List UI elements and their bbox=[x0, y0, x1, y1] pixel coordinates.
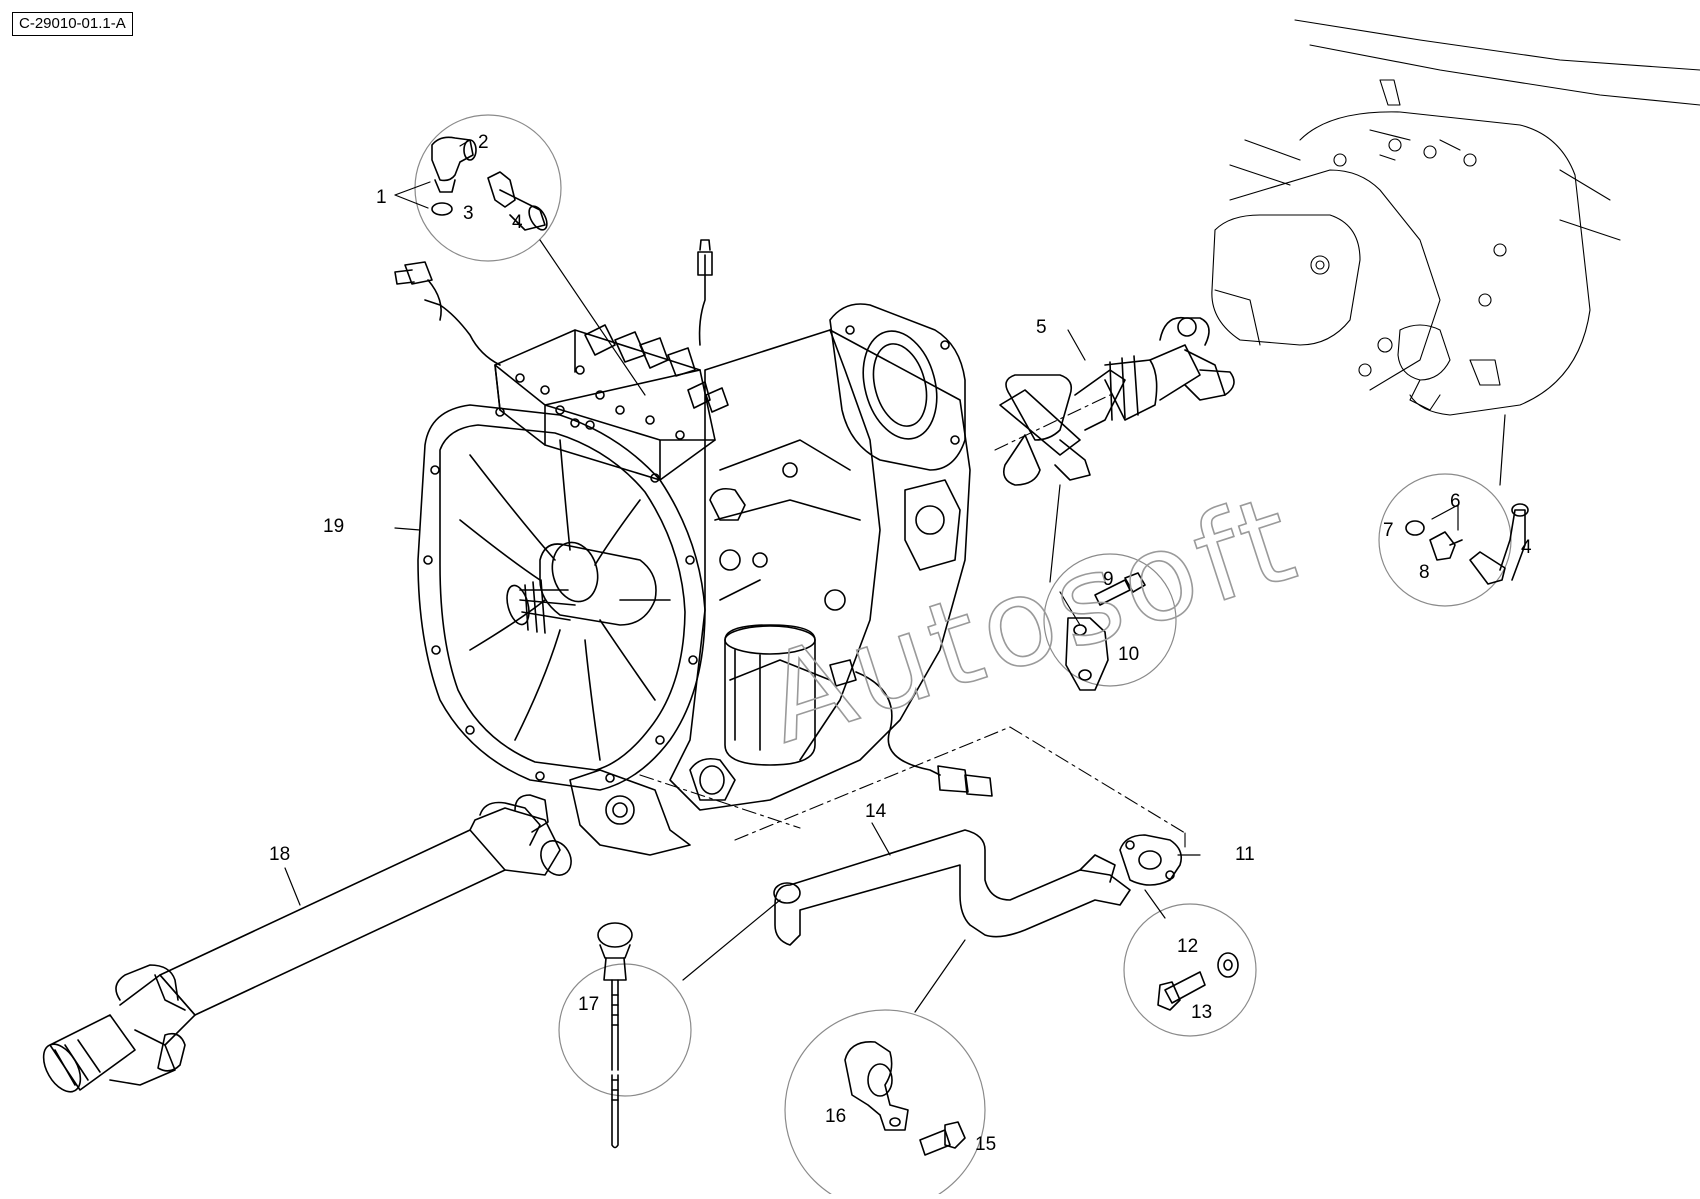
callout-leaders bbox=[284, 139, 1459, 906]
callout-11: 11 bbox=[1235, 844, 1255, 865]
main-drive-shaft bbox=[42, 794, 572, 1093]
callout-12: 12 bbox=[1177, 936, 1198, 957]
drive-shaft-dashed-link bbox=[994, 394, 1111, 451]
bolt-washer-detail bbox=[1157, 952, 1239, 1011]
callout-8: 8 bbox=[1419, 562, 1430, 583]
callout-7: 7 bbox=[1383, 520, 1394, 541]
watermark-text: Autosoft bbox=[749, 469, 1315, 771]
detail-leader-lines bbox=[539, 239, 1506, 1013]
callout-14: 14 bbox=[865, 801, 887, 822]
callout-4: 4 bbox=[512, 212, 523, 233]
callout-18: 18 bbox=[269, 844, 290, 865]
axle-housing bbox=[1211, 19, 1700, 416]
reference-lines bbox=[639, 726, 1186, 851]
callout-2: 2 bbox=[478, 132, 489, 153]
callout-1: 1 bbox=[376, 187, 387, 208]
callout-6: 6 bbox=[1450, 491, 1461, 512]
dipstick-detail bbox=[597, 922, 633, 1149]
callout-10: 10 bbox=[1118, 644, 1139, 665]
intermediate-drive-shaft bbox=[999, 316, 1235, 486]
fitting-detail-upper bbox=[431, 136, 548, 231]
callout-17: 17 bbox=[578, 994, 599, 1015]
callout-15: 15 bbox=[975, 1134, 996, 1155]
callout-3: 3 bbox=[463, 203, 474, 224]
transmission-housing bbox=[394, 239, 993, 856]
oil-filler-tube bbox=[773, 829, 1183, 946]
diagram-reference-code: C-29010-01.1-A bbox=[12, 12, 133, 36]
fitting-detail-right bbox=[1405, 503, 1529, 585]
callout-5: 5 bbox=[1036, 317, 1047, 338]
callout-numbers: 1 2 3 4 5 6 7 8 4 9 10 11 12 13 14 15 16… bbox=[269, 132, 1532, 1155]
callout-19: 19 bbox=[323, 516, 344, 537]
callout-4b: 4 bbox=[1521, 537, 1532, 558]
clamp-detail bbox=[844, 1041, 966, 1156]
callout-16: 16 bbox=[825, 1106, 846, 1127]
callout-13: 13 bbox=[1191, 1002, 1212, 1023]
callout-9: 9 bbox=[1103, 569, 1114, 590]
